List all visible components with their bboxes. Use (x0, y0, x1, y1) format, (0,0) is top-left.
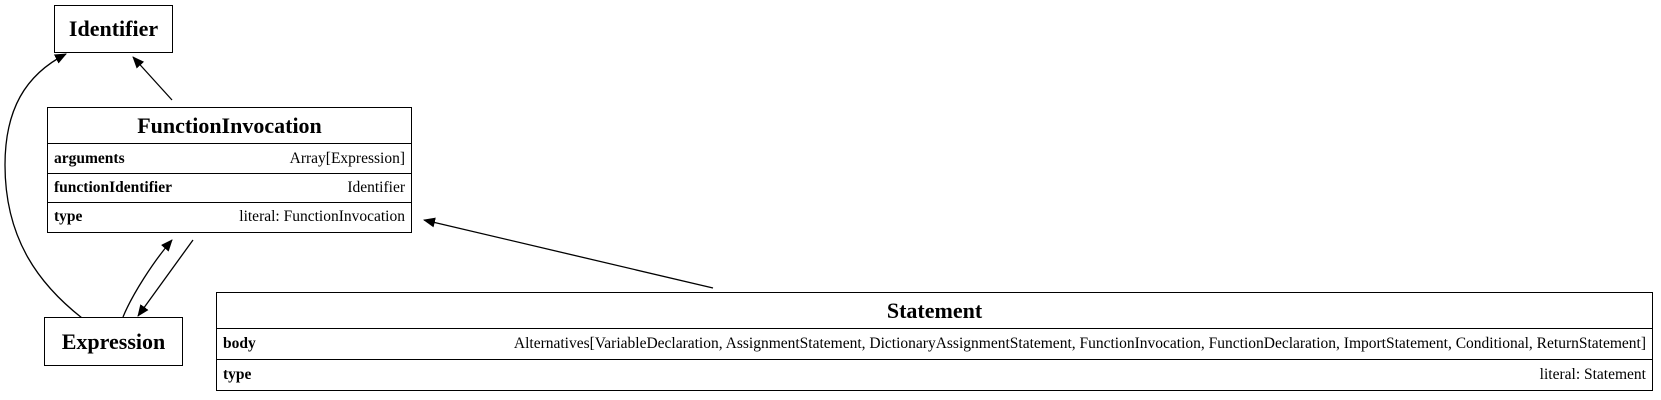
edge-functioninvocation-to-identifier (132, 56, 173, 101)
statement-title: Statement (217, 293, 1652, 329)
edge-expression-to-identifier (4, 53, 83, 319)
field-type: Identifier (347, 179, 405, 196)
functioninvocation-field-type: type literal: FunctionInvocation (48, 202, 411, 231)
field-name: body (223, 335, 256, 352)
edge-statement-to-functioninvocation (423, 217, 714, 289)
statement-field-type: type literal: Statement (217, 359, 1652, 389)
field-name: type (223, 365, 252, 383)
functioninvocation-field-arguments: arguments Array[Expression] (48, 144, 411, 173)
field-type: literal: Statement (1539, 365, 1646, 383)
statement-node: Statement body Alternatives[VariableDecl… (216, 292, 1653, 391)
identifier-title: Identifier (68, 16, 159, 41)
field-type: Alternatives[VariableDeclaration, Assign… (513, 335, 1646, 352)
field-name: functionIdentifier (54, 179, 172, 196)
functioninvocation-node: FunctionInvocation arguments Array[Expre… (47, 107, 412, 233)
statement-field-body: body Alternatives[VariableDeclaration, A… (217, 329, 1652, 359)
field-name: arguments (54, 149, 125, 167)
expression-node: Expression (44, 317, 183, 366)
field-type: literal: FunctionInvocation (239, 208, 405, 225)
functioninvocation-field-functionidentifier: functionIdentifier Identifier (48, 173, 411, 202)
field-name: type (54, 208, 83, 225)
functioninvocation-title: FunctionInvocation (48, 108, 411, 144)
expression-title: Expression (61, 328, 166, 354)
edge-functioninvocation-to-expression (137, 239, 194, 317)
identifier-node: Identifier (54, 5, 173, 53)
edge-expression-to-functioninvocation (122, 239, 173, 318)
field-type: Array[Expression] (289, 149, 405, 167)
